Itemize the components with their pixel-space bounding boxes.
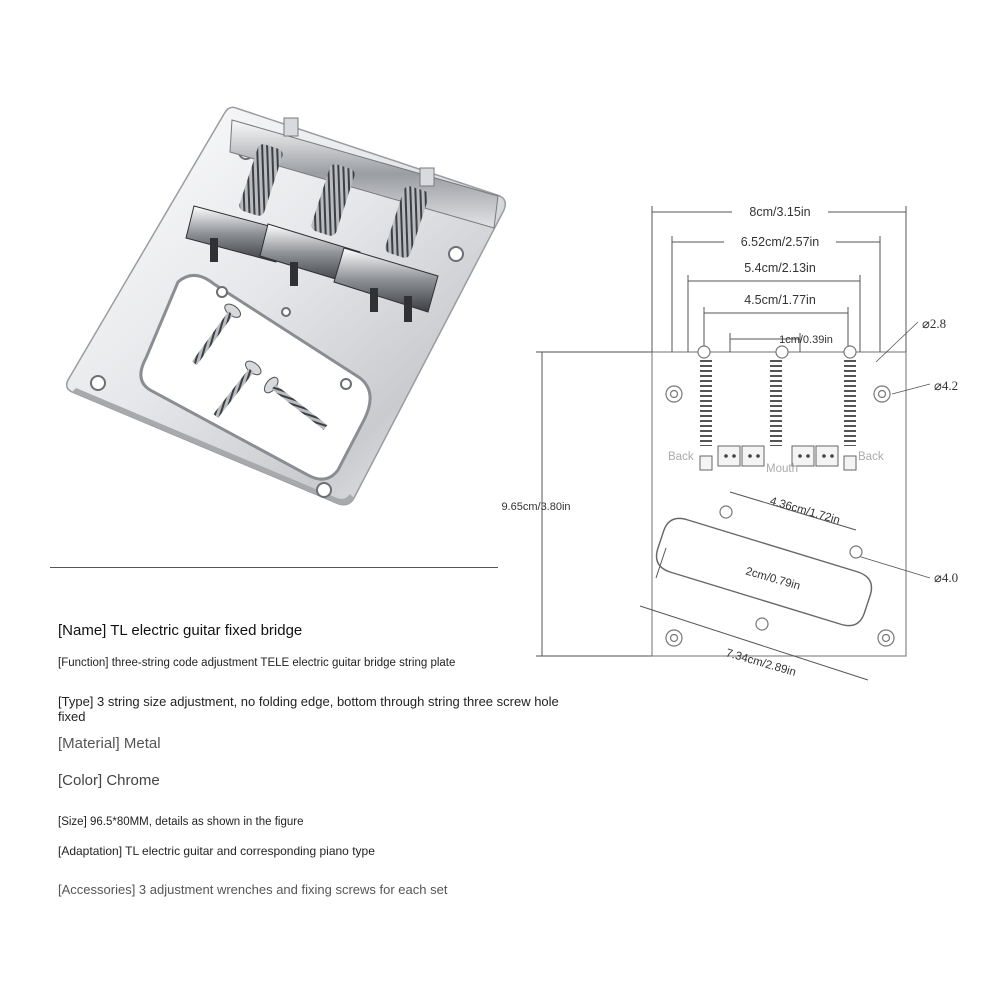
fixing-screws: [192, 303, 328, 430]
hole-callout-mounting: ⌀4.2: [934, 378, 958, 393]
drawing-holes: [665, 345, 895, 647]
label-mouth: Mouth: [766, 463, 798, 475]
hole-callout-small: ⌀2.8: [922, 316, 946, 331]
bridge-back-rail: [229, 119, 499, 229]
dim-span-middle: 5.4cm/2.13in: [744, 261, 816, 275]
spec-name: [Name] TL electric guitar fixed bridge: [58, 622, 303, 639]
spec-adaptation: [Adaptation] TL electric guitar and corr…: [58, 844, 375, 858]
spec-color: [Color] Chrome: [58, 772, 160, 789]
section-divider: [50, 567, 498, 568]
dim-string-spacing: 1cm/0.39in: [779, 334, 833, 346]
dim-string-span-outer: 6.52cm/2.57in: [741, 235, 820, 249]
bridge-product-photo: [65, 106, 507, 506]
label-back-left: Back: [668, 451, 694, 463]
drawing-saddles: [699, 445, 857, 471]
drawing-pickup-cavity: [655, 517, 873, 627]
dim-pickup-length: 7.34cm/2.89in: [724, 647, 797, 678]
spec-accessories: [Accessories] 3 adjustment wrenches and …: [58, 882, 448, 897]
dim-height: 9.65cm/3.80in: [501, 501, 570, 513]
dim-pickup-hole-spacing: 4.36cm/1.72in: [768, 495, 841, 526]
spec-function: [Function] three-string code adjustment …: [58, 657, 456, 669]
dim-pickup-width: 2cm/0.79in: [744, 566, 801, 593]
label-back-right: Back: [858, 451, 884, 463]
spec-size: [Size] 96.5*80MM, details as shown in th…: [58, 816, 304, 828]
drawing-springs: [700, 360, 856, 446]
bridge-saddles: [185, 205, 439, 322]
pickup-window: [139, 274, 372, 481]
mounting-holes: [90, 144, 464, 498]
spec-type: [Type] 3 string size adjustment, no fold…: [58, 694, 559, 724]
dim-span-inner: 4.5cm/1.77in: [744, 293, 816, 307]
dim-overall-width: 8cm/3.15in: [749, 205, 810, 219]
hole-callout-pickup: ⌀4.0: [934, 570, 958, 585]
saddle-springs: [239, 144, 429, 258]
spec-material: [Material] Metal: [58, 735, 161, 752]
